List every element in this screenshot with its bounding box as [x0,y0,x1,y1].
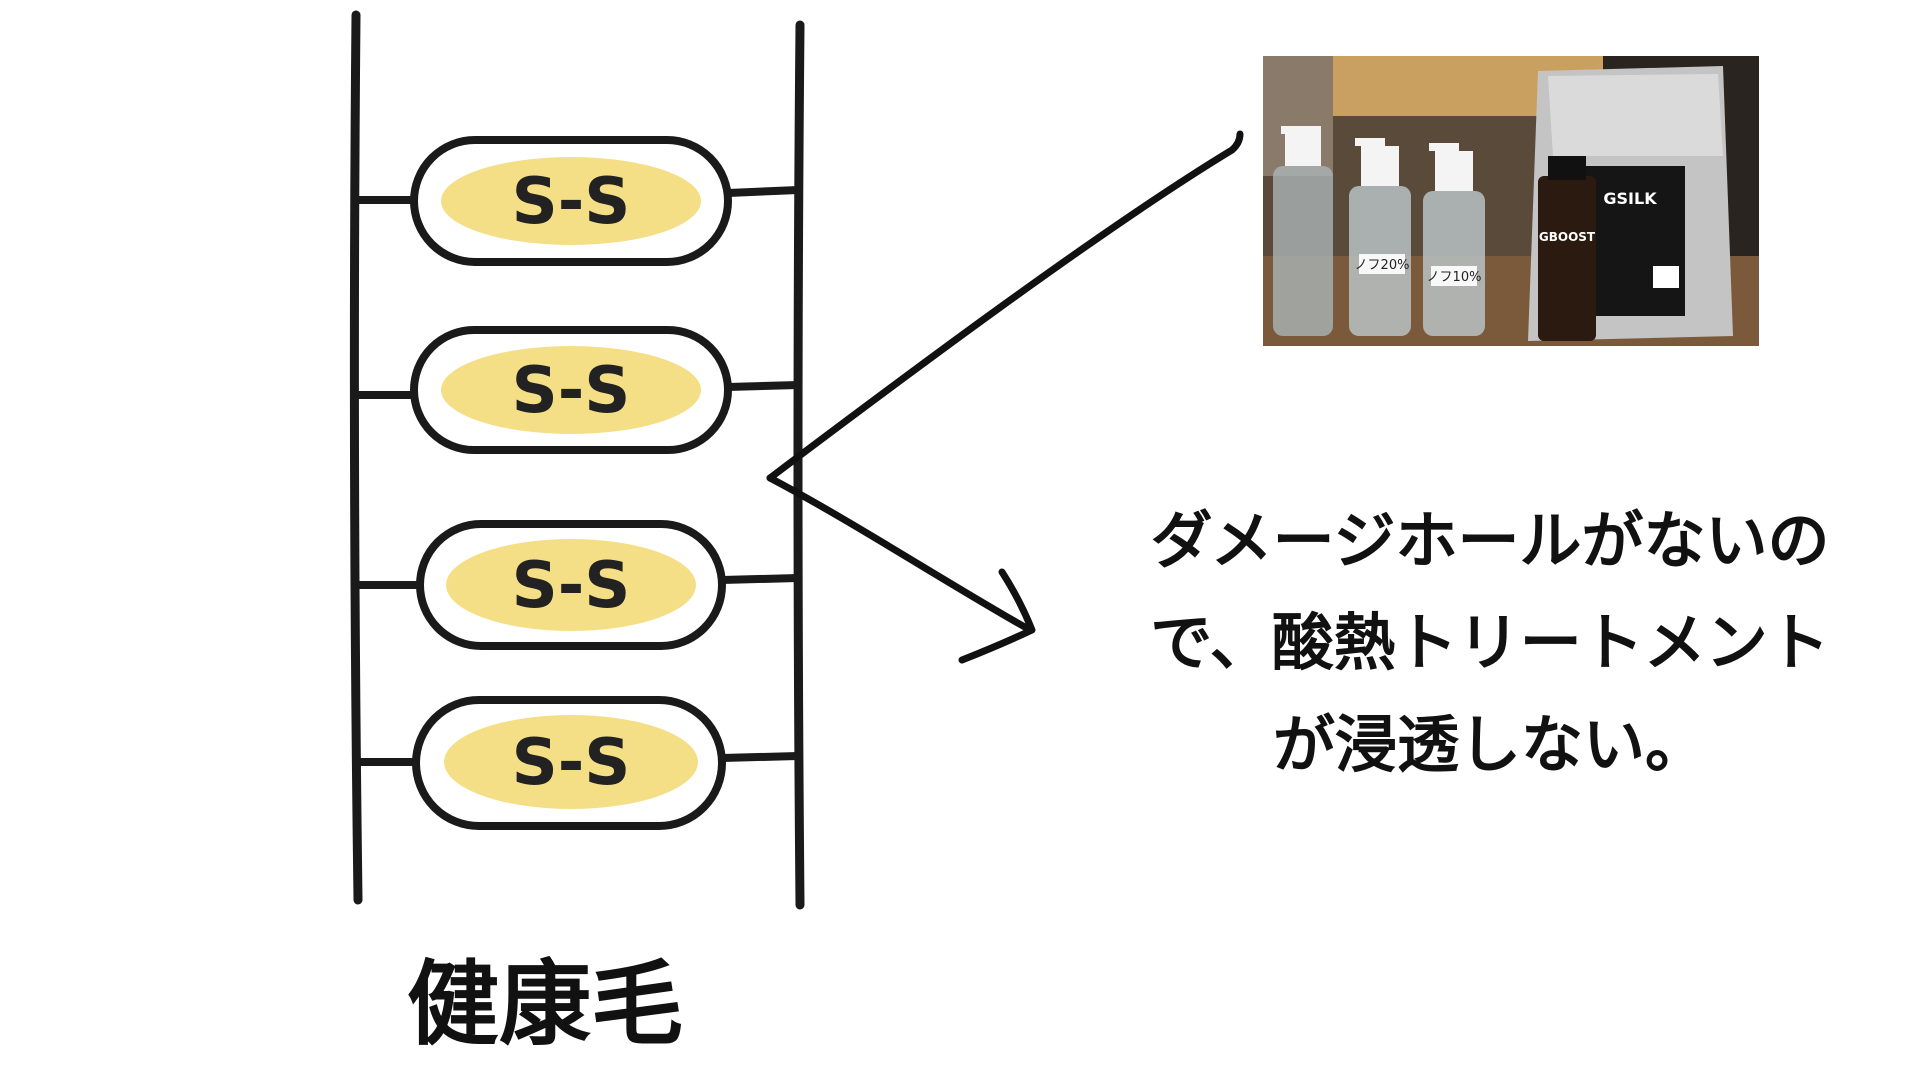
pointer-to-photo [766,130,1244,482]
explanation-line: で、酸熱トリートメント [1150,606,1830,679]
bag-brand-label: GSILK [1603,189,1657,208]
bond-label: S-S [512,549,631,623]
right-rail [793,20,805,910]
bottle-brand-label: GBOOST [1539,230,1596,244]
bond-2: S-S [356,326,799,454]
bond-label: S-S [512,165,631,239]
explanation-line: が浸透しない。 [1272,708,1707,781]
bottle-label: ノフ10% [1427,270,1482,285]
bond-3: S-S [356,520,799,650]
arrow-to-text [766,474,1034,634]
bond-label: S-S [512,726,631,800]
product-photo: ノフ20% ノフ10% GSILK GBOOST [1263,56,1759,346]
explanation-text: ダメージホールがないの で、酸熱トリートメント が浸透しない。 [1090,490,1890,796]
explanation-line: ダメージホールがないの [1150,504,1830,577]
arrowhead-icon [958,568,1036,664]
bottle-label: ノフ20% [1355,258,1410,273]
left-rail [349,10,363,905]
bond-4: S-S [356,696,799,830]
bond-1: S-S [356,136,799,266]
bond-label: S-S [512,354,631,428]
diagram-caption: 健康毛 [406,950,683,1058]
